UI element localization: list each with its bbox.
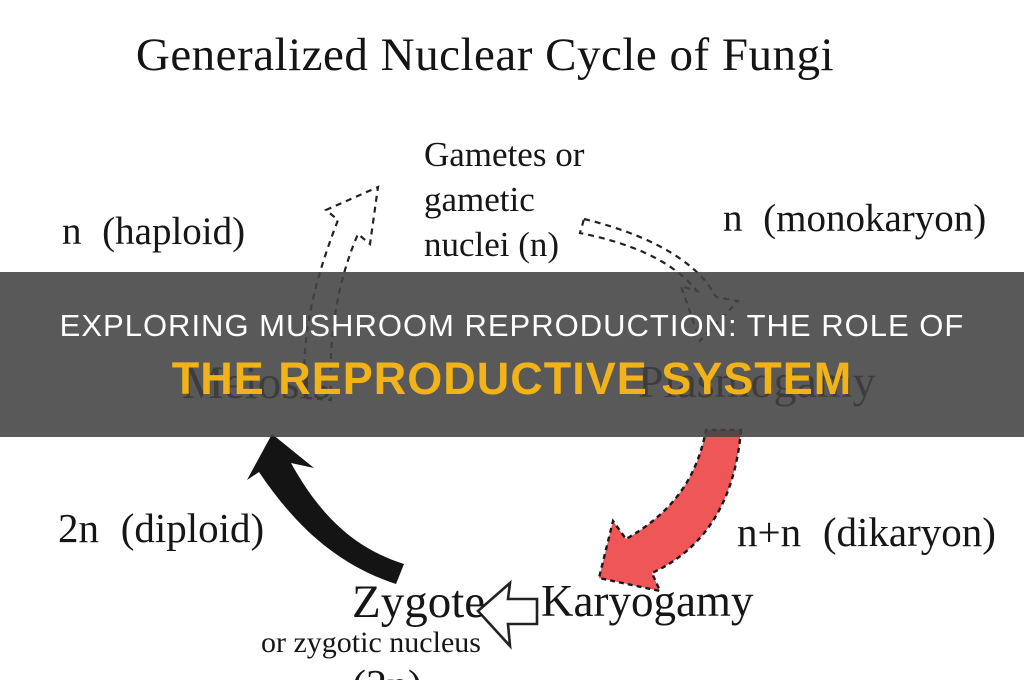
karyogamy-label: Karyogamy <box>541 576 754 626</box>
diploid-label: 2n (diploid) <box>58 505 265 551</box>
article-title-banner: EXPLORING MUSHROOM REPRODUCTION: THE ROL… <box>0 272 1024 437</box>
gametes-label: Gametes or gametic nuclei (n) <box>424 132 584 267</box>
haploid-label: n (haploid) <box>62 210 246 253</box>
zygote-ploidy-label: (2n) <box>352 662 422 680</box>
zygote-label: Zygote <box>352 576 486 628</box>
gametes-label-line2: gametic <box>424 180 535 219</box>
zygote-arrow-icon <box>476 579 539 650</box>
diagram-title: Generalized Nuclear Cycle of Fungi <box>135 29 835 81</box>
article-title-line2: THE REPRODUCTIVE SYSTEM <box>171 353 853 404</box>
gametes-label-line3: nuclei (n) <box>424 225 560 264</box>
dikaryon-label: n+n (dikaryon) <box>737 509 996 555</box>
meiosis-arrow-icon <box>247 434 404 584</box>
gametes-label-line1: Gametes or <box>424 135 585 174</box>
monokaryon-label: n (monokaryon) <box>723 197 987 240</box>
karyogamy-arrow-icon <box>597 428 743 593</box>
article-title-line1: EXPLORING MUSHROOM REPRODUCTION: THE ROL… <box>59 308 965 343</box>
zygote-alt-label: or zygotic nucleus <box>261 626 481 659</box>
